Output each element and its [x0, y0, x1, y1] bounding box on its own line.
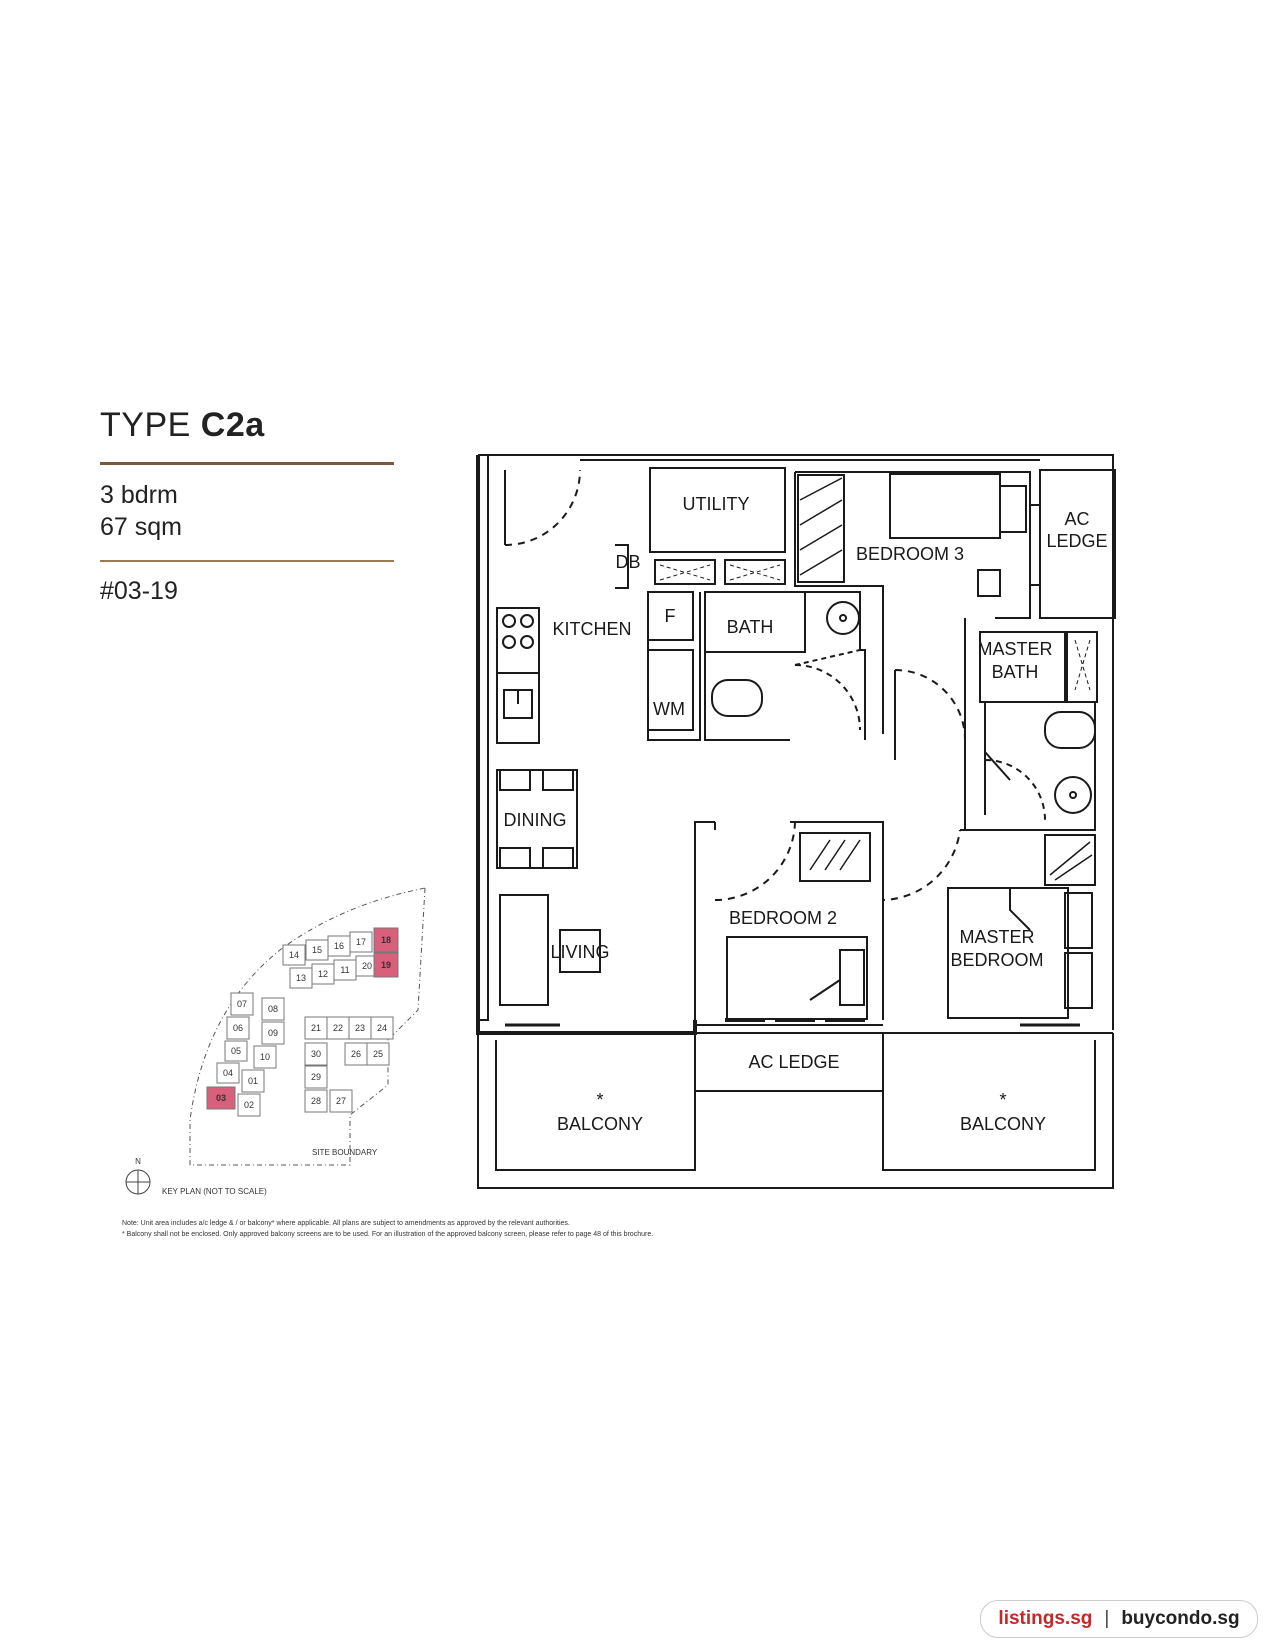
- label-living: LIVING: [550, 942, 609, 962]
- badge-separator: |: [1104, 1608, 1110, 1629]
- label-master-bath-1: MASTER: [977, 639, 1052, 659]
- key-plan-unit-label: 29: [311, 1072, 321, 1082]
- key-plan-unit-28: [304, 1089, 328, 1113]
- key-plan-unit-label: 16: [334, 941, 344, 951]
- key-plan-unit-label: 30: [311, 1049, 321, 1059]
- key-plan-unit-label: 06: [233, 1023, 243, 1033]
- label-dining: DINING: [504, 810, 567, 830]
- key-plan-unit-24: [370, 1016, 394, 1040]
- label-ac-ledge-top-2: LEDGE: [1046, 531, 1107, 551]
- key-plan-unit-label: 23: [355, 1023, 365, 1033]
- key-plan-unit-05: [224, 1040, 248, 1062]
- key-plan-unit-label: 01: [248, 1076, 258, 1086]
- note-line-1: Note: Unit area includes a/c ledge & / o…: [122, 1220, 570, 1227]
- label-bath: BATH: [727, 617, 774, 637]
- key-plan-unit-label: 09: [268, 1028, 278, 1038]
- label-master-bath-2: BATH: [992, 662, 1039, 682]
- key-plan-unit-18: [373, 927, 399, 953]
- label-master-bedroom-1: MASTER: [959, 927, 1034, 947]
- key-plan-unit-label: 15: [312, 945, 322, 955]
- key-plan-unit-label: 25: [373, 1049, 383, 1059]
- key-plan-unit-label: 12: [318, 969, 328, 979]
- room-labels: UTILITY BEDROOM 3 AC LEDGE DB KITCHEN F …: [504, 494, 1108, 1134]
- key-plan-unit-label: 11: [340, 965, 349, 975]
- label-balcony-right-star: *: [999, 1090, 1006, 1110]
- unit-number: #03-19: [100, 577, 178, 605]
- key-plan-unit-label: 17: [356, 937, 366, 947]
- key-plan-unit-label: 03: [216, 1093, 226, 1103]
- label-master-bedroom-2: BEDROOM: [950, 950, 1043, 970]
- north-arrow-cross-icon: [126, 1170, 150, 1194]
- key-plan-unit-17: [349, 931, 373, 953]
- site-boundary-label: SITE BOUNDARY: [312, 1148, 378, 1157]
- key-plan-unit-08: [261, 997, 285, 1021]
- key-plan-unit-07: [230, 992, 254, 1016]
- key-plan-unit-label: 21: [311, 1023, 321, 1033]
- key-plan-unit-14: [282, 944, 306, 966]
- key-plan-unit-29: [304, 1065, 328, 1089]
- key-plan-unit-03: [206, 1086, 236, 1110]
- key-plan: 14 15 16 17 18 13 12 11 20 19 07 08 06 09 05 10 04 01 03 02…: [125, 887, 426, 1196]
- listing-source-badge[interactable]: listings.sg | buycondo.sg: [980, 1600, 1258, 1638]
- key-plan-unit-label: 13: [296, 973, 306, 983]
- label-ac-ledge-bottom: AC LEDGE: [748, 1052, 839, 1072]
- north-label: N: [135, 1157, 141, 1166]
- key-plan-unit-label: 02: [244, 1100, 254, 1110]
- label-utility: UTILITY: [682, 494, 749, 514]
- label-fridge: F: [665, 606, 676, 626]
- label-balcony-right: BALCONY: [960, 1114, 1046, 1134]
- key-plan-unit-label: 18: [381, 935, 391, 945]
- unit-type-title: TYPE C2a: [100, 405, 400, 445]
- label-db: DB: [615, 552, 640, 572]
- key-plan-unit-25: [366, 1042, 390, 1066]
- key-plan-unit-06: [226, 1016, 250, 1040]
- listings-sg-link[interactable]: listings.sg: [998, 1608, 1093, 1629]
- key-plan-units: [206, 927, 399, 1117]
- key-plan-unit-label: 19: [381, 960, 391, 970]
- type-prefix: TYPE: [100, 406, 191, 444]
- key-plan-unit-label: 10: [260, 1052, 270, 1062]
- key-plan-unit-labels: 14 15 16 17 18 13 12 11 20 19 07 08 06 09 05 10 04 01 03 02…: [216, 935, 391, 1110]
- buycondo-sg-link[interactable]: buycondo.sg: [1121, 1608, 1240, 1629]
- bedroom-count: 3 bdrm: [100, 481, 178, 509]
- label-kitchen: KITCHEN: [552, 619, 631, 639]
- key-plan-unit-01: [241, 1069, 265, 1093]
- header-divider-bottom: [100, 560, 394, 562]
- key-plan-unit-27: [329, 1089, 353, 1113]
- header-divider-top: [100, 462, 394, 465]
- key-plan-unit-label: 27: [336, 1096, 346, 1106]
- key-plan-unit-label: 07: [237, 999, 247, 1009]
- label-bedroom-2: BEDROOM 2: [729, 908, 837, 928]
- unit-area: 67 sqm: [100, 513, 182, 541]
- key-plan-unit-10: [253, 1045, 277, 1069]
- note-line-2: * Balcony shall not be enclosed. Only ap…: [122, 1231, 654, 1238]
- key-plan-unit-label: 26: [351, 1049, 361, 1059]
- floor-plan-walls: [476, 454, 1116, 1189]
- key-plan-unit-04: [216, 1062, 240, 1084]
- label-balcony-left-star: *: [596, 1090, 603, 1110]
- key-plan-unit-label: 24: [377, 1023, 387, 1033]
- key-plan-unit-02: [237, 1093, 261, 1117]
- type-code: C2a: [200, 406, 265, 444]
- key-plan-unit-label: 22: [333, 1023, 343, 1033]
- key-plan-unit-30: [304, 1042, 328, 1066]
- key-plan-unit-label: 08: [268, 1004, 278, 1014]
- key-plan-unit-label: 05: [231, 1046, 241, 1056]
- label-balcony-left: BALCONY: [557, 1114, 643, 1134]
- unit-type-header: TYPE C2a: [100, 405, 400, 445]
- plan-notes: Note: Unit area includes a/c ledge & / o…: [122, 1218, 653, 1240]
- key-plan-unit-19: [373, 952, 399, 978]
- key-plan-unit-label: 20: [362, 961, 372, 971]
- label-bedroom-3: BEDROOM 3: [856, 544, 964, 564]
- label-ac-ledge-top-1: AC: [1064, 509, 1089, 529]
- key-plan-unit-label: 28: [311, 1096, 321, 1106]
- key-plan-unit-label: 04: [223, 1068, 233, 1078]
- key-plan-caption: KEY PLAN (NOT TO SCALE): [162, 1187, 267, 1196]
- label-wm: WM: [653, 699, 685, 719]
- key-plan-unit-09: [261, 1021, 285, 1045]
- key-plan-unit-label: 14: [289, 950, 299, 960]
